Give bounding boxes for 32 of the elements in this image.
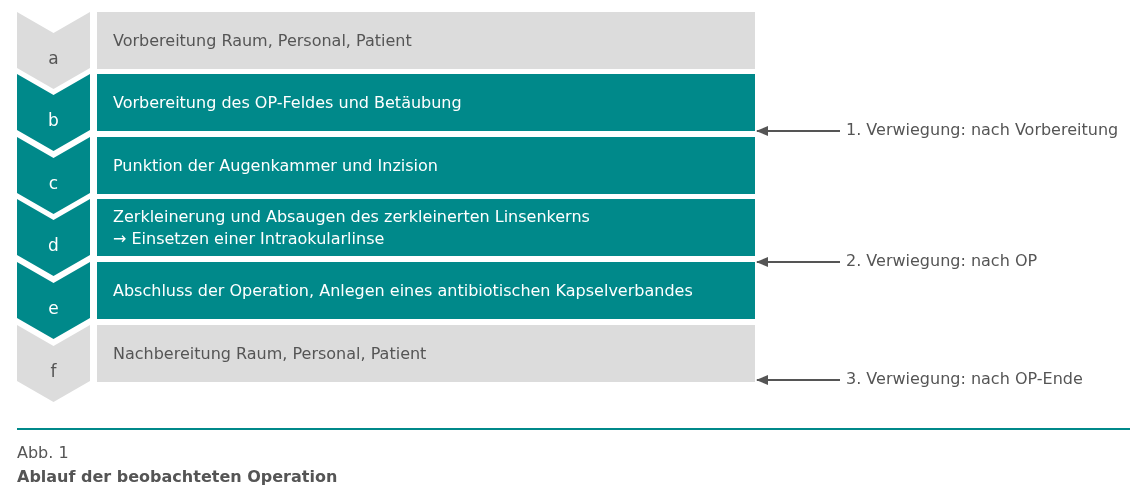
- process-bar: [97, 262, 755, 319]
- annotation-text: 3. Verwiegung: nach OP-Ende: [846, 369, 1083, 389]
- figure-caption: Ablauf der beobachteten Operation: [17, 467, 338, 486]
- step-text: Punktion der Augenkammer und Inzision: [113, 154, 439, 177]
- step-text: Vorbereitung Raum, Personal, Patient: [113, 29, 413, 52]
- step-letter: c: [47, 173, 60, 193]
- chevron-step: [17, 137, 90, 214]
- step-letter: d: [47, 235, 60, 255]
- step-text: Nachbereitung Raum, Personal, Patient: [113, 342, 428, 365]
- figure-number: Abb. 1: [17, 443, 69, 462]
- chevron-step: [17, 74, 90, 151]
- process-bar: [97, 325, 755, 382]
- annotation-text: 1. Verwiegung: nach Vorbereitung: [846, 120, 1119, 140]
- chevron-step: [17, 12, 90, 89]
- step-text: Zerkleinerung und Absaugen des zerkleinerten Linsenkerns → Einsetzen einer Intraokularlinse: [113, 205, 591, 250]
- arrow: [756, 375, 841, 385]
- step-letter: f: [49, 361, 58, 381]
- step-text: Abschluss der Operation, Anlegen eines antibiotischen Kapselverbandes: [113, 279, 694, 302]
- step-text: Vorbereitung des OP-Feldes und Betäubung: [113, 91, 463, 114]
- process-bar: [97, 199, 755, 256]
- arrow: [756, 126, 841, 136]
- step-letter: a: [47, 48, 60, 68]
- process-bar: [97, 12, 755, 69]
- step-letter: e: [47, 298, 60, 318]
- chevron-step: [17, 325, 90, 402]
- process-bar: [97, 74, 755, 131]
- step-letter: b: [47, 110, 60, 130]
- arrow: [756, 257, 841, 267]
- annotation-text: 2. Verwiegung: nach OP: [846, 251, 1038, 271]
- chevron-step: [17, 199, 90, 276]
- chevron-step: [17, 262, 90, 339]
- process-bar: [97, 137, 755, 194]
